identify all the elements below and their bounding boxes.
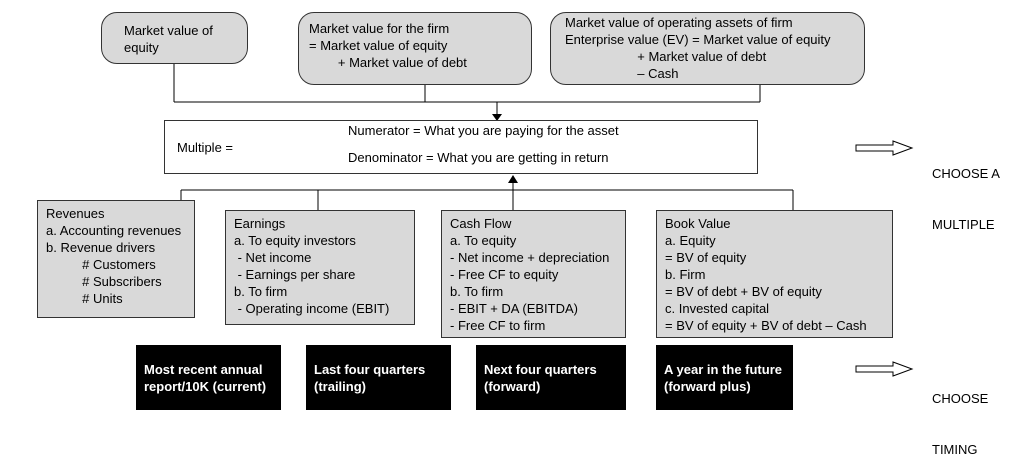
box-line: - Net income — [234, 250, 312, 265]
box-line: Book Value — [665, 216, 731, 231]
choose-timing-arrow — [855, 361, 914, 377]
choose-multiple-label: CHOOSE A MULTIPLE — [932, 131, 1000, 250]
box-line: Enterprise value (EV) = Market value of … — [565, 32, 831, 47]
choose-timing-line: CHOOSE — [932, 391, 989, 406]
box-line: report/10K (current) — [144, 378, 267, 394]
box-line: Market value of operating assets of firm — [565, 15, 793, 30]
enterprise-value-box: Market value of operating assets of firm… — [550, 12, 865, 85]
box-line: + Market value of debt — [309, 55, 467, 70]
cash-flow-box: Cash Flow a. To equity - Net income + de… — [441, 210, 626, 338]
box-line: Market value for the firm — [309, 21, 450, 36]
box-line: - Operating income (EBIT) — [234, 301, 390, 316]
box-line: b. To firm — [234, 284, 288, 299]
timing-forward-box: Next four quarters (forward) — [476, 345, 626, 410]
box-line: Market value of — [124, 23, 213, 38]
box-line: = BV of equity + BV of debt – Cash — [665, 318, 867, 333]
book-value-box: Book Value a. Equity = BV of equity b. F… — [656, 210, 893, 338]
earnings-box: Earnings a. To equity investors - Net in… — [225, 210, 415, 325]
box-line: - Free CF to equity — [450, 267, 559, 282]
box-line: a. Equity — [665, 233, 716, 248]
box-line: - Free CF to firm — [450, 318, 546, 333]
box-line: = Market value of equity — [309, 38, 448, 53]
box-line: Revenues — [46, 206, 105, 221]
revenues-box: Revenues a. Accounting revenues b. Reven… — [37, 200, 195, 318]
up-arrowhead — [508, 175, 518, 183]
box-line: # Subscribers — [46, 274, 162, 289]
box-line: # Units — [46, 291, 123, 306]
timing-trailing-box: Last four quarters (trailing) — [306, 345, 451, 410]
box-line: Earnings — [234, 216, 286, 231]
box-line: c. Invested capital — [665, 301, 770, 316]
box-line: a. Accounting revenues — [46, 223, 182, 238]
box-line: a. To equity — [450, 233, 517, 248]
market-value-firm-box: Market value for the firm = Market value… — [298, 12, 532, 85]
box-line: Next four quarters — [484, 361, 597, 377]
choose-timing-line: TIMING — [932, 442, 978, 457]
box-line: a. To equity investors — [234, 233, 356, 248]
box-line: = BV of equity — [665, 250, 747, 265]
choose-multiple-line: CHOOSE A — [932, 166, 1000, 181]
down-arrowhead — [492, 114, 502, 121]
timing-current-box: Most recent annual report/10K (current) — [136, 345, 281, 410]
box-line: - Earnings per share — [234, 267, 356, 282]
denominator-text: Denominator = What you are getting in re… — [348, 150, 609, 165]
box-line: (forward plus) — [664, 378, 751, 394]
choose-timing-label: CHOOSE TIMING — [932, 356, 988, 475]
box-line: + Market value of debt — [565, 49, 767, 64]
box-line: (trailing) — [314, 378, 366, 394]
timing-forward-plus-box: A year in the future (forward plus) — [656, 345, 793, 410]
box-line: - EBIT + DA (EBITDA) — [450, 301, 578, 316]
box-line: A year in the future — [664, 361, 782, 377]
box-line: Most recent annual — [144, 361, 263, 377]
multiple-label: Multiple = — [177, 140, 233, 155]
box-line: Cash Flow — [450, 216, 512, 231]
box-line: Last four quarters — [314, 361, 426, 377]
box-line: b. Firm — [665, 267, 706, 282]
box-line: - Net income + depreciation — [450, 250, 610, 265]
multiple-box — [164, 120, 758, 174]
choose-multiple-arrow — [855, 140, 914, 156]
box-line: b. To firm — [450, 284, 504, 299]
numerator-text: Numerator = What you are paying for the … — [348, 123, 619, 138]
box-line: (forward) — [484, 378, 541, 394]
box-line: # Customers — [46, 257, 156, 272]
box-line: – Cash — [565, 66, 679, 81]
box-line: = BV of debt + BV of equity — [665, 284, 822, 299]
box-line: equity — [124, 40, 159, 55]
choose-multiple-line: MULTIPLE — [932, 217, 995, 232]
box-line: b. Revenue drivers — [46, 240, 156, 255]
market-value-equity-box: Market value of equity — [101, 12, 248, 64]
